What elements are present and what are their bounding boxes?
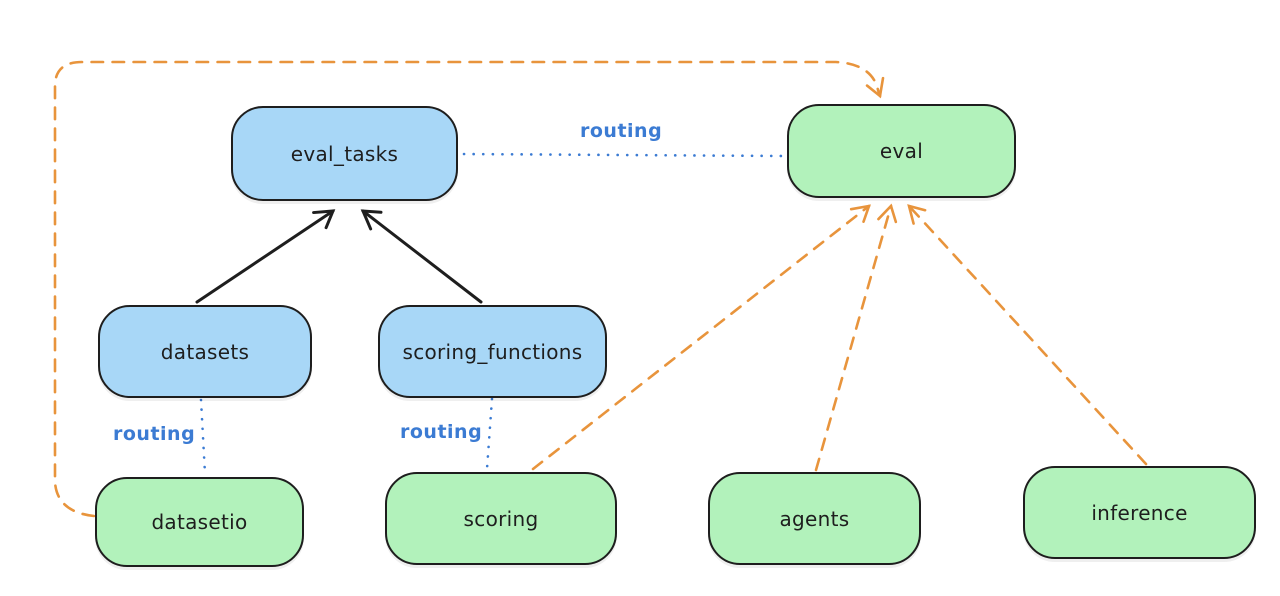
connector-routing-datasets-datasetio <box>199 398 207 476</box>
node-agents-label: agents <box>779 506 850 531</box>
node-datasets-label: datasets <box>160 339 250 364</box>
node-agents: agents <box>708 472 921 565</box>
node-scoring-functions-label: scoring_functions <box>402 339 583 364</box>
node-datasetio-label: datasetio <box>151 510 248 534</box>
node-inference-label: inference <box>1091 500 1188 525</box>
node-inference: inference <box>1023 466 1256 559</box>
edge-label-routing-datasetio: routing <box>113 423 196 445</box>
connector-inference-eval-arrow <box>907 204 1148 466</box>
connector-scoring-eval-arrow <box>531 204 871 471</box>
connector-routing-evaltasks-eval <box>462 152 787 158</box>
connector-agents-eval-arrow <box>814 203 898 472</box>
connector-datasetio-eval-arrow <box>53 60 885 518</box>
node-datasets: datasets <box>98 305 312 398</box>
node-eval: eval <box>787 104 1016 198</box>
connector-routing-scoringfunctions-scoring <box>485 397 494 471</box>
edge-label-routing-eval: routing <box>580 120 663 142</box>
connector-scoringfunctions-evaltasks-arrow <box>360 209 483 304</box>
edge-label-routing-scoring: routing <box>400 421 483 443</box>
connector-datasets-evaltasks-arrow <box>195 209 336 304</box>
node-eval-label: eval <box>879 139 924 163</box>
node-eval-tasks: eval_tasks <box>231 106 458 201</box>
node-eval-tasks-label: eval_tasks <box>290 141 399 166</box>
node-scoring-functions: scoring_functions <box>378 305 607 398</box>
node-scoring-label: scoring <box>463 506 539 531</box>
node-scoring: scoring <box>385 472 617 565</box>
node-datasetio: datasetio <box>95 477 304 567</box>
